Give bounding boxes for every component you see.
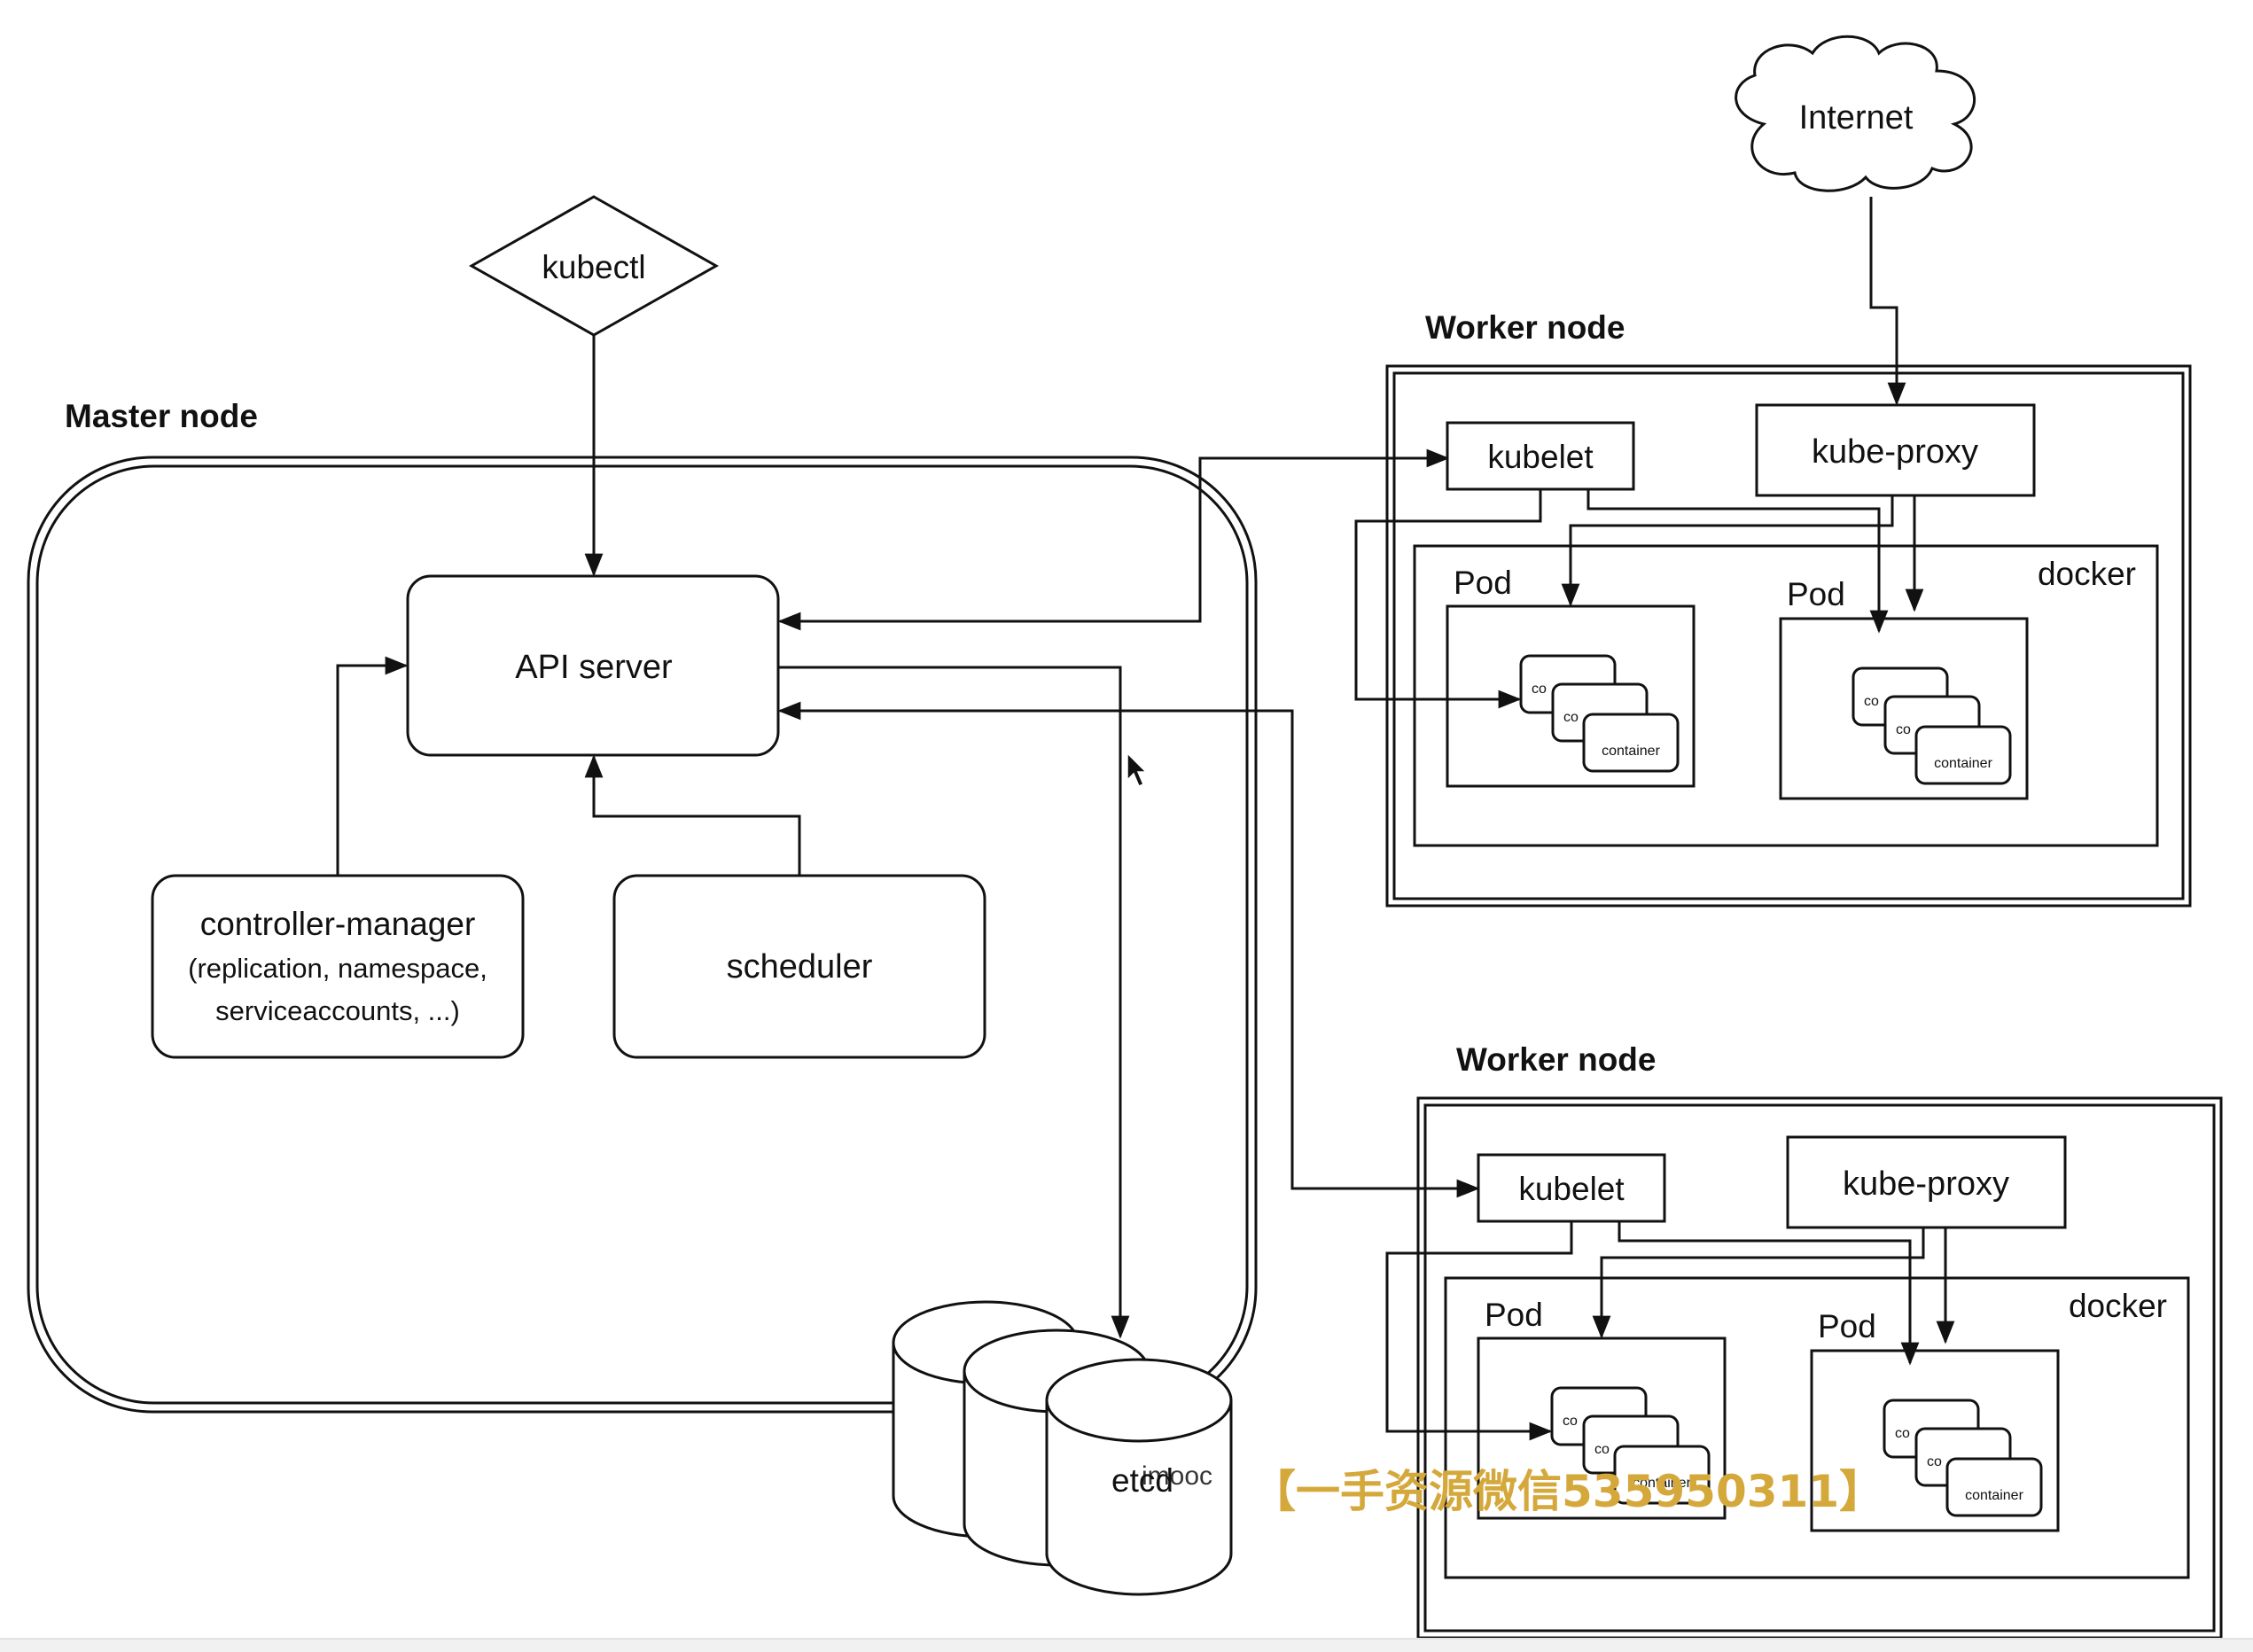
internet-cloud[interactable]: Internet — [1735, 35, 1976, 192]
container-card — [1582, 713, 1680, 773]
arrow-internet-to-kube-proxy — [1869, 197, 1906, 406]
worker-1-kube-proxy[interactable]: kube-proxy — [1755, 403, 2036, 497]
worker-2-kubelet-label: kubelet — [1518, 1171, 1625, 1207]
container-label: co — [1563, 1414, 1578, 1429]
bottom-strip — [0, 1638, 2253, 1652]
container-label: co — [1594, 1442, 1610, 1457]
worker-1-kube-proxy-label: kube-proxy — [1812, 433, 1978, 471]
container-label: container — [1965, 1488, 2023, 1503]
container-label: container — [1633, 1476, 1691, 1491]
etcd-cylinder-3 — [1045, 1358, 1233, 1596]
arrow-w2-kubelet-to-container — [1385, 1221, 1573, 1441]
controller-manager-detail-1: (replication, namespace, — [188, 953, 487, 984]
arrow-w1-proxy-to-pod1 — [1561, 495, 1894, 607]
worker-node-1-container — [1385, 364, 2192, 908]
arrow-w1-kubelet-to-container — [1354, 489, 1542, 709]
worker-2-kubelet[interactable]: kubelet — [1477, 1153, 1666, 1223]
worker-1-pod-1-label: Pod — [1454, 565, 1512, 601]
mouse-cursor-icon — [1126, 752, 1148, 787]
worker-1-pod-2[interactable]: co co container — [1779, 617, 2029, 800]
worker-2-pod-1-label: Pod — [1485, 1297, 1543, 1333]
worker-1-docker-label: docker — [2038, 556, 2136, 592]
container-label: co — [1563, 710, 1579, 725]
arrow-scheduler-to-api — [584, 754, 801, 876]
worker-1-pod-2-label: Pod — [1787, 576, 1845, 612]
kubectl-node[interactable]: kubectl — [468, 195, 720, 337]
worker-node-2-title: Worker node — [1456, 1041, 1656, 1078]
worker-2-kube-proxy-label: kube-proxy — [1843, 1165, 2009, 1203]
worker-1-kubelet[interactable]: kubelet — [1446, 421, 1635, 491]
arrow-w1-kubelet-to-pod2 — [1586, 489, 1889, 634]
worker-1-kubelet-label: kubelet — [1487, 439, 1594, 475]
arrow-worker1-to-api — [777, 448, 1450, 631]
etcd-label: etcd — [1111, 1462, 1173, 1499]
container-label: container — [1934, 756, 1992, 771]
worker-2-pod-2[interactable]: co co container — [1810, 1349, 2060, 1532]
container-label: co — [1927, 1454, 1942, 1469]
watermark-faint: imooc — [1142, 1461, 1212, 1491]
container-card — [1945, 1457, 2043, 1517]
master-node-title: Master node — [65, 398, 258, 434]
api-server-label: API server — [515, 649, 673, 686]
container-label: co — [1532, 682, 1547, 697]
worker-2-kube-proxy[interactable]: kube-proxy — [1786, 1135, 2067, 1229]
worker-node-1-title: Worker node — [1425, 309, 1625, 346]
container-card — [1914, 725, 2012, 785]
container-label: co — [1896, 722, 1911, 737]
container-card — [1613, 1445, 1711, 1505]
api-server-node[interactable]: API server — [406, 574, 780, 757]
scheduler-label: scheduler — [727, 948, 873, 986]
container-label: container — [1602, 744, 1660, 759]
arrow-w2-kubelet-to-pod2 — [1618, 1221, 1920, 1366]
controller-manager-detail-2: serviceaccounts, ...) — [215, 995, 460, 1026]
arrow-worker2-to-api — [777, 701, 1480, 1198]
watermark-text: 【一手资源微信535950311】 — [1251, 1466, 1883, 1517]
controller-manager-node[interactable]: controller-manager (replication, namespa… — [151, 874, 525, 1059]
kubectl-label: kubectl — [542, 249, 645, 285]
worker-1-pod-1[interactable]: co co container — [1446, 604, 1696, 788]
arrow-controller-to-api — [336, 656, 409, 876]
worker-2-pod-1[interactable]: co co container — [1477, 1336, 1727, 1520]
worker-2-docker-label: docker — [2069, 1288, 2167, 1324]
internet-label: Internet — [1799, 99, 1914, 136]
scheduler-node[interactable]: scheduler — [612, 874, 986, 1059]
container-label: co — [1864, 694, 1879, 709]
worker-2-pod-2-label: Pod — [1818, 1308, 1876, 1344]
controller-manager-label: controller-manager — [200, 906, 476, 942]
container-label: co — [1895, 1426, 1910, 1441]
etcd-cluster[interactable]: etcd — [892, 1300, 1233, 1596]
arrow-w2-proxy-to-pod1 — [1592, 1227, 1925, 1339]
